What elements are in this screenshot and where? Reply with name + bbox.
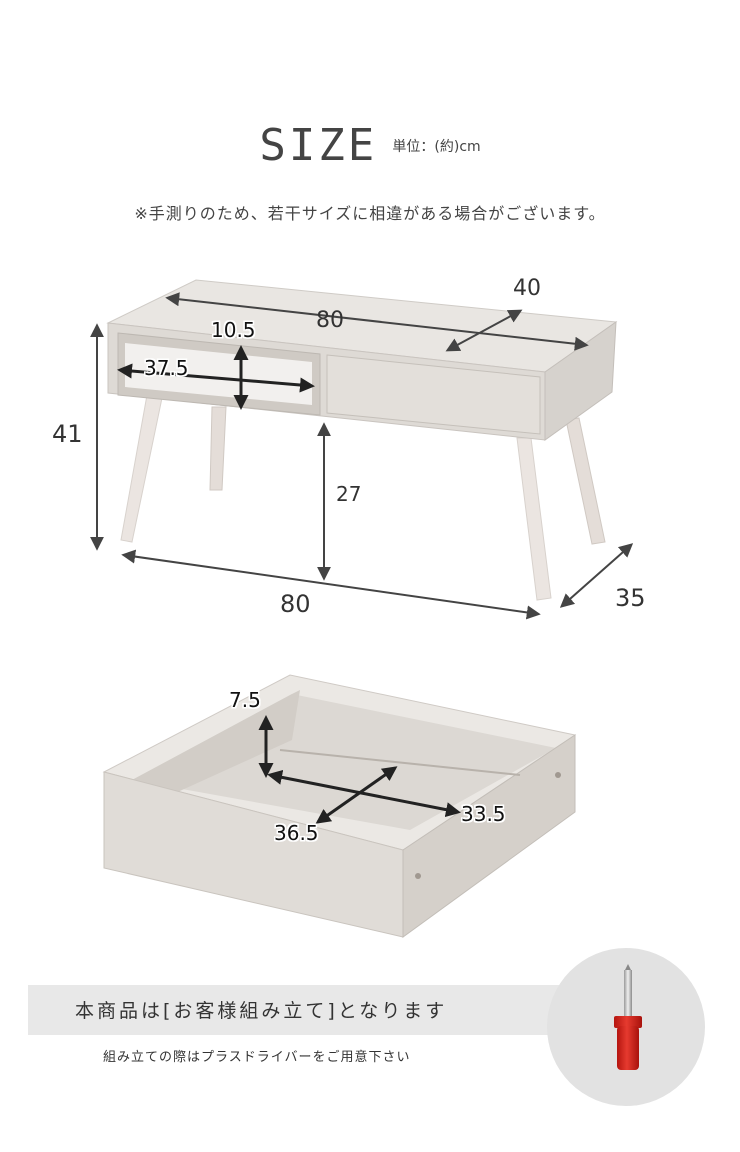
drawer-width-label: 33.5 [461,802,506,826]
drawer-height-label: 7.5 [229,688,261,712]
drawer-front [326,354,541,435]
total-height-label: 41 [52,420,83,448]
table-legs [120,394,606,601]
size-title: SIZE [259,120,378,171]
assembly-banner [28,985,588,1035]
size-heading: SIZE 単位：(約)cm [0,120,740,171]
measurement-note: ※手測りのため、若干サイズに相違がある場合がございます。 [134,204,606,223]
bottom-width-label: 80 [280,590,311,618]
top-width-label: 80 [316,308,344,333]
bottom-depth-label: 35 [615,584,646,612]
unit-label: 単位：(約)cm [392,138,481,155]
drawer-depth-label: 36.5 [274,821,319,845]
tool-note: 組み立ての際はプラスドライバーをご用意下さい [103,1050,411,1065]
shelf-height-label: 10.5 [211,318,256,342]
top-depth-label: 40 [513,276,541,301]
assembly-notice: 本商品は[お客様組み立て]となります [75,1000,448,1022]
table-side [544,320,617,441]
clearance-label: 27 [336,482,362,506]
screwdriver-icon [614,964,642,1070]
shelf-width-label: 37.5 [144,356,189,380]
